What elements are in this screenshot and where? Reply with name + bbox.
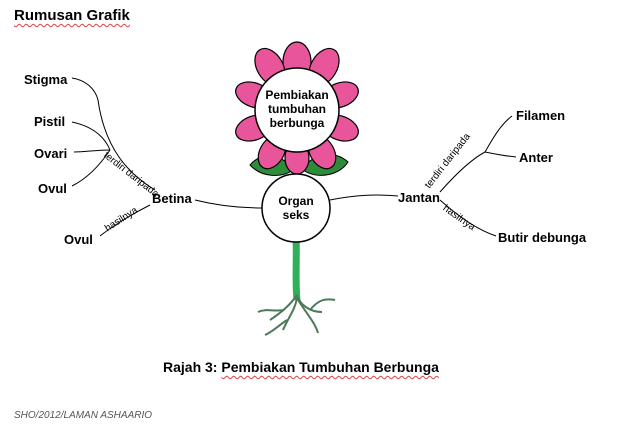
- left-result-ovul: Ovul: [64, 232, 93, 247]
- caption-title: Pembiakan Tumbuhan Berbunga: [221, 359, 439, 375]
- organ-label: Organ seks: [278, 194, 314, 222]
- right-item-anter: Anter: [519, 150, 553, 165]
- credit-text: SHO/2012/LAMAN ASHAARIO: [14, 410, 153, 421]
- left-item-pistil: Pistil: [34, 114, 66, 129]
- left-item-ovari: Ovari: [34, 146, 68, 161]
- page-heading: Rumusan Grafik: [14, 7, 130, 24]
- left-item-ovul: Ovul: [38, 181, 67, 196]
- flower-center: [254, 67, 340, 153]
- right-result-butir-debunga: Butir debunga: [498, 230, 587, 245]
- flower-center-label: Pembiakan tumbuhan berbunga: [265, 88, 329, 130]
- roots: [257, 294, 336, 336]
- figure-caption: Rajah 3: Pembiakan Tumbuhan Berbunga: [163, 359, 439, 375]
- jantan-label: Jantan: [398, 190, 440, 205]
- betina-label: Betina: [152, 191, 192, 206]
- left-item-stigma: Stigma: [24, 72, 68, 87]
- caption-prefix: Rajah 3:: [163, 359, 222, 375]
- right-item-filamen: Filamen: [516, 108, 566, 123]
- stem: [292, 234, 301, 301]
